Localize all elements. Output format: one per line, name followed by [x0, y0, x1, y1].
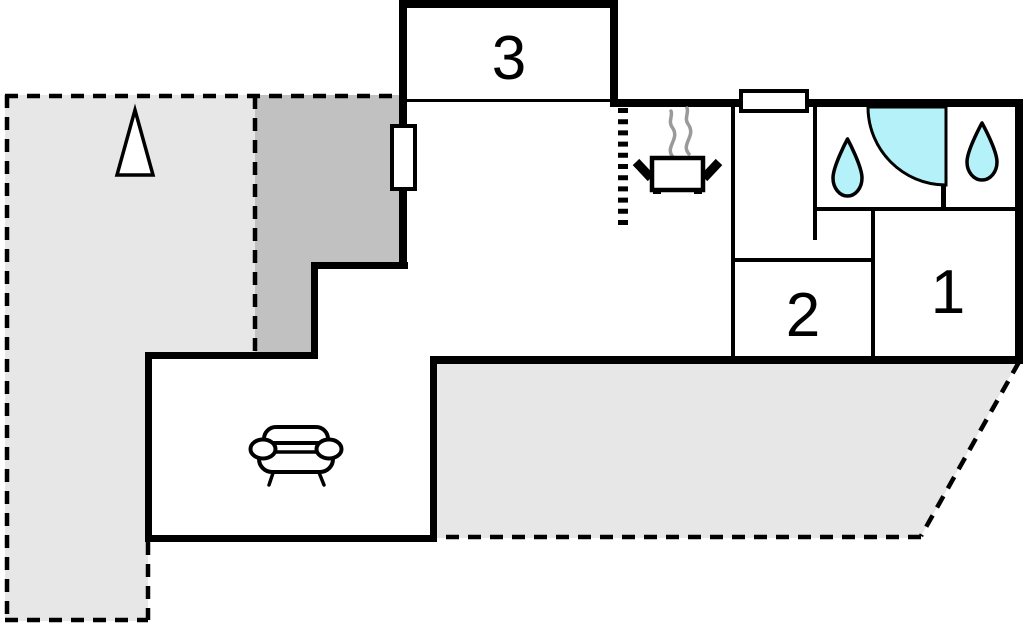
veranda-dark-area [255, 95, 404, 352]
terrace-left-area [5, 95, 255, 621]
steam-icon [668, 106, 693, 159]
terrace-right [437, 360, 1019, 538]
pot-handle-right [700, 158, 723, 182]
wall-top-main [610, 99, 1023, 107]
water-drop-icon [831, 137, 864, 198]
wall-hall [731, 107, 735, 356]
wall-room3-opening [407, 99, 610, 102]
wall-livingroom-right [430, 356, 437, 542]
terrace-left [5, 95, 255, 621]
stove-pot-icon [632, 106, 723, 194]
pot-handle-left [632, 158, 655, 182]
wall-bathroom-left [813, 107, 817, 209]
terrace-dashed-boundaries [4, 93, 1021, 623]
wall-right-main [1015, 99, 1023, 364]
window-icon [739, 89, 809, 113]
wall-room2-top [735, 258, 871, 262]
wall-stub [813, 211, 817, 240]
pot-handles [632, 158, 723, 182]
steam-line [668, 109, 677, 159]
wall-room3-left [399, 0, 407, 103]
windows [390, 89, 809, 191]
wall-step-vertical [311, 262, 318, 359]
window-icon [390, 124, 417, 191]
room-3-label: 3 [492, 24, 526, 93]
wall-livingroom-left [145, 352, 152, 542]
wall-livingroom-top [145, 352, 318, 359]
north-arrow-icon [114, 103, 156, 177]
shower-icon [866, 105, 948, 187]
steam-line [684, 106, 693, 156]
wall-bottom-main [430, 356, 1023, 364]
pot-body [649, 155, 706, 193]
water-drop-icon [965, 121, 999, 182]
terrace-boundary-diagonal [919, 360, 1021, 538]
pot-foot-right [694, 189, 702, 194]
room-2-label: 2 [786, 281, 820, 350]
wall-room1-room2-divider [871, 209, 875, 356]
wall-left-lower [399, 188, 407, 269]
sofa-armrest-right [314, 437, 344, 461]
wall-left-upper [399, 99, 407, 128]
wall-room3-right [610, 0, 618, 103]
terrace-right-area [437, 360, 1019, 538]
veranda-area [255, 95, 404, 352]
wall-step-horizontal [311, 262, 408, 269]
sofa-icon [248, 425, 344, 487]
sofa-armrest-left [248, 437, 278, 461]
wall-livingroom-bottom [145, 535, 437, 542]
room-1-label: 1 [931, 258, 965, 327]
pot-foot-left [653, 189, 661, 194]
wall-room3-top [399, 0, 618, 8]
wall-bathroom-bottom [813, 207, 1015, 211]
